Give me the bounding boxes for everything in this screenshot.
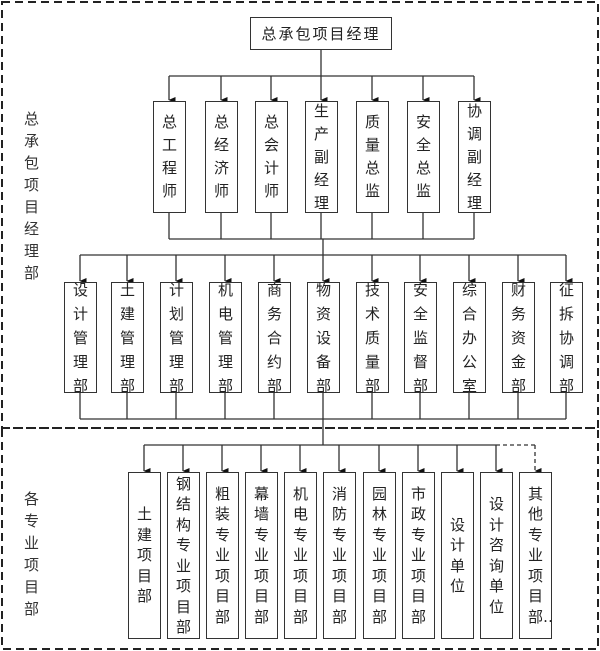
row3-box: 其他专业项目部‥: [519, 472, 554, 639]
row2-box: 物资设备部: [307, 281, 340, 395]
box-label: 消防专业项目部: [332, 484, 348, 626]
box-label: 技术质量部: [365, 280, 381, 395]
box-label: 财务资金部: [511, 280, 527, 395]
box-label: 总承包项目经理: [261, 25, 381, 43]
row2-box: 设计管理部: [64, 281, 97, 395]
box-label: 协调副经理: [467, 101, 483, 212]
row1-box: 总工程师: [153, 101, 186, 213]
row2-box: 机电管理部: [209, 281, 242, 395]
box-label: 粗装专业项目部: [215, 484, 231, 626]
box-label: 设计咨询单位: [489, 495, 505, 616]
box-label: 其他专业项目部‥: [528, 484, 554, 626]
box-label: 物资设备部: [316, 280, 332, 395]
row3-box: 园林专业项目部: [363, 472, 396, 639]
row3-box: 机电专业项目部: [284, 472, 317, 639]
row2-box: 征拆协调部: [550, 281, 583, 395]
box-label: 总工程师: [162, 113, 178, 200]
row1-box: 安全总监: [407, 101, 440, 213]
row3-box: 设计咨询单位: [480, 472, 513, 639]
box-label: 市政专业项目部: [411, 484, 427, 626]
box-label: 总会计师: [264, 113, 280, 200]
box-label: 土建项目部: [137, 505, 153, 606]
general-contract-project-manager-box: 总承包项目经理: [250, 17, 392, 50]
box-label: 安全总监: [416, 113, 432, 200]
box-label: 综合办公室: [462, 280, 478, 395]
box-label: 机电专业项目部: [293, 484, 309, 626]
box-label: 生产副经理: [314, 101, 330, 212]
row1-box: 总会计师: [255, 101, 288, 213]
row3-box: 钢结构专业项目部: [167, 472, 200, 639]
row3-box: 粗装专业项目部: [206, 472, 239, 639]
row1-box: 生产副经理: [305, 101, 338, 213]
row2-box: 计划管理部: [160, 281, 193, 395]
box-label: 土建管理部: [120, 280, 136, 395]
row3-box: 市政专业项目部: [402, 472, 435, 639]
box-label: 总经济师: [214, 113, 230, 200]
upper-dashed-frame: [1, 1, 599, 429]
box-label: 幕墙专业项目部: [254, 484, 270, 626]
lower-section-label: 各专业项目部: [24, 490, 40, 618]
upper-section-label: 总承包项目经理部: [24, 110, 40, 282]
row2-box: 安全监督部: [404, 281, 437, 395]
box-label: 质量总监: [365, 113, 381, 200]
row2-box: 综合办公室: [453, 281, 486, 395]
row1-box: 质量总监: [356, 101, 389, 213]
box-label: 园林专业项目部: [372, 484, 388, 626]
row1-box: 协调副经理: [458, 101, 491, 213]
row3-box: 土建项目部: [128, 472, 161, 639]
row2-box: 技术质量部: [356, 281, 389, 395]
row2-box: 土建管理部: [111, 281, 144, 395]
row3-box: 幕墙专业项目部: [245, 472, 278, 639]
box-label: 征拆协调部: [559, 280, 575, 395]
box-label: 安全监督部: [413, 280, 429, 395]
row3-box: 消防专业项目部: [323, 472, 356, 639]
box-label: 机电管理部: [218, 280, 234, 395]
lower-dashed-frame: [1, 427, 599, 650]
box-label: 计划管理部: [169, 280, 185, 395]
box-label: 商务合约部: [267, 280, 283, 395]
box-label: 钢结构专业项目部: [176, 474, 192, 637]
row3-box: 设计单位: [441, 472, 474, 639]
box-label: 设计单位: [450, 515, 466, 596]
box-label: 设计管理部: [73, 280, 89, 395]
row2-box: 商务合约部: [258, 281, 291, 395]
row2-box: 财务资金部: [502, 281, 535, 395]
row1-box: 总经济师: [205, 101, 238, 213]
